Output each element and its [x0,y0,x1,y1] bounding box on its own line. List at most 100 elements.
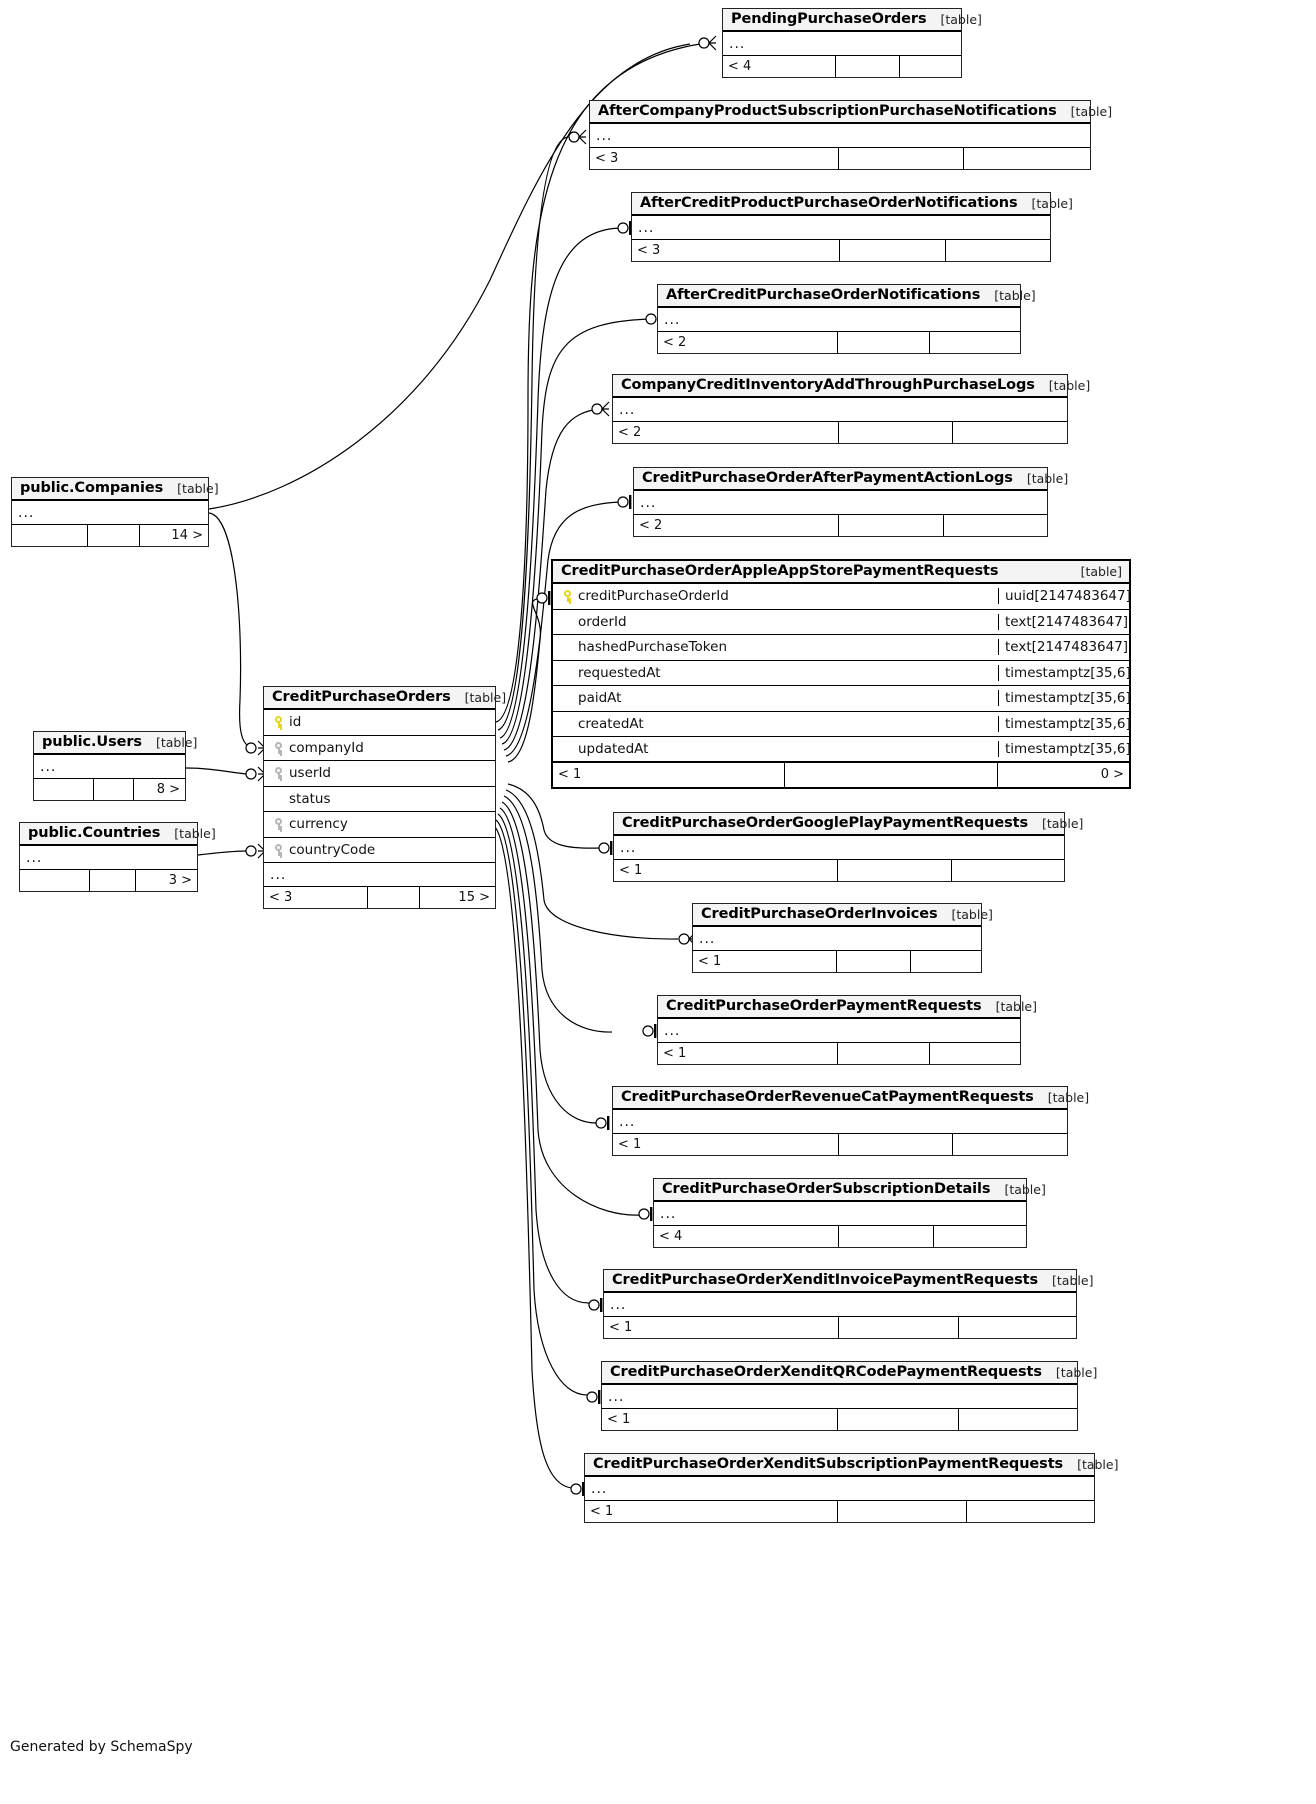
table-type-tag: [table] [174,825,216,841]
footer-middle [839,515,944,536]
footer-outgoing-count [930,1043,1020,1064]
table-title: CreditPurchaseOrderAfterPaymentActionLog… [642,470,1013,486]
table-row[interactable]: userId [264,761,495,787]
footer-middle [838,1409,959,1430]
table-header: CreditPurchaseOrderAppleAppStorePaymentR… [553,561,1129,584]
table-row[interactable]: status [264,787,495,812]
table-footer: < 2 [634,515,1047,536]
table-type-tag: [table] [1080,563,1122,579]
table-header: PendingPurchaseOrders [table] [723,9,982,32]
table-after-company-product-subscription-purchase-notifications[interactable]: AfterCompanyProductSubscriptionPurchaseN… [589,100,1112,170]
table-body: ... < 1 [614,836,1064,881]
table-row[interactable]: updatedAt timestamptz[35,6] [553,737,1131,763]
table-credit-purchase-order-invoices[interactable]: CreditPurchaseOrderInvoices [table] ... … [692,903,993,973]
collapsed-columns-ellipsis: ... [613,1110,1067,1134]
footer-incoming-count: < 3 [590,148,839,169]
footer-middle [840,240,946,261]
primary-key-icon [270,714,289,730]
table-credit-purchase-order-revenue-cat-payment-requests[interactable]: CreditPurchaseOrderRevenueCatPaymentRequ… [612,1086,1089,1156]
table-credit-purchase-order-xendit-invoice-payment-requests[interactable]: CreditPurchaseOrderXenditInvoicePaymentR… [603,1269,1093,1339]
table-credit-purchase-order-apple-app-store-payment-requests[interactable]: CreditPurchaseOrderAppleAppStorePaymentR… [551,559,1131,789]
table-footer: < 1 0 > [553,762,1129,787]
footer-incoming-count: < 2 [634,515,839,536]
table-header: CreditPurchaseOrderGooglePlayPaymentRequ… [614,813,1083,836]
table-row[interactable]: requestedAt timestamptz[35,6] [553,661,1131,686]
table-public-countries[interactable]: public.Countries [table] ... 3 > [19,822,216,892]
table-header: AfterCompanyProductSubscriptionPurchaseN… [590,101,1112,124]
table-body: ... < 3 [632,216,1050,261]
table-header: public.Companies [table] [12,478,219,501]
column-name-cell: id [264,714,495,730]
footer-middle [839,1134,953,1155]
table-title: public.Countries [28,825,161,841]
footer-outgoing-count [959,1409,1077,1430]
foreign-key-icon [270,765,289,781]
table-title: AfterCreditPurchaseOrderNotifications [666,287,981,303]
footer-middle [90,870,136,891]
table-type-tag: [table] [1070,103,1113,119]
footer-incoming-count: < 4 [723,56,837,77]
column-name-cell: requestedAt [578,664,661,681]
table-credit-purchase-orders[interactable]: CreditPurchaseOrders [table] id companyI… [263,686,506,909]
table-credit-purchase-order-after-payment-action-logs[interactable]: CreditPurchaseOrderAfterPaymentActionLog… [633,467,1068,537]
footer-incoming-count: < 1 [585,1501,838,1522]
table-credit-purchase-order-xendit-qrcode-payment-requests[interactable]: CreditPurchaseOrderXenditQRCodePaymentRe… [601,1361,1097,1431]
table-footer: < 1 [585,1501,1094,1522]
table-footer: < 3 15 > [264,887,495,908]
table-type-tag: [table] [1055,1364,1098,1380]
table-row[interactable]: countryCode [264,838,495,863]
table-type-tag: [table] [940,11,982,27]
table-footer: < 1 [614,860,1064,881]
table-company-credit-inventory-add-through-purchase-logs[interactable]: CompanyCreditInventoryAddThroughPurchase… [612,374,1090,444]
column-type-cell: timestamptz[35,6] [998,690,1131,707]
table-row[interactable]: currency [264,812,495,838]
table-footer: < 1 [604,1317,1076,1338]
table-credit-purchase-order-subscription-details[interactable]: CreditPurchaseOrderSubscriptionDetails [… [653,1178,1046,1248]
table-header: CreditPurchaseOrderRevenueCatPaymentRequ… [613,1087,1089,1110]
table-title: CompanyCreditInventoryAddThroughPurchase… [621,377,1035,393]
table-body: ... < 2 [634,491,1047,536]
footer-middle [88,525,140,546]
table-header: AfterCreditProductPurchaseOrderNotificat… [632,193,1073,216]
footer-middle [836,56,900,77]
table-row[interactable]: companyId [264,736,495,761]
table-body: ... < 1 [585,1477,1094,1522]
table-footer: < 1 [613,1134,1067,1155]
footer-incoming-count: < 1 [553,762,785,787]
footer-outgoing-count [967,1501,1094,1522]
table-row[interactable]: orderId text[2147483647] [553,610,1129,635]
footer-outgoing-count [946,240,1050,261]
collapsed-columns-ellipsis: ... [723,32,961,56]
table-title: CreditPurchaseOrderAppleAppStorePaymentR… [561,563,999,579]
table-body: ... < 3 [590,124,1090,169]
footer-outgoing-count [911,951,981,972]
column-type-cell: timestamptz[35,6] [998,664,1131,681]
table-public-users[interactable]: public.Users [table] ... 8 > [33,731,197,801]
table-public-companies[interactable]: public.Companies [table] ... 14 > [11,477,219,547]
table-credit-purchase-order-xendit-subscription-payment-requests[interactable]: CreditPurchaseOrderXenditSubscriptionPay… [584,1453,1118,1523]
table-title: CreditPurchaseOrderXenditSubscriptionPay… [593,1456,1064,1472]
collapsed-columns-ellipsis: ... [693,927,981,951]
column-name-cell: countryCode [264,842,495,858]
table-row[interactable]: hashedPurchaseToken text[2147483647] [553,635,1129,661]
table-credit-purchase-order-google-play-payment-requests[interactable]: CreditPurchaseOrderGooglePlayPaymentRequ… [613,812,1083,882]
table-after-credit-product-purchase-order-notifications[interactable]: AfterCreditProductPurchaseOrderNotificat… [631,192,1073,262]
column-name-cell: companyId [264,740,495,756]
column-type-cell: timestamptz[35,6] [998,740,1131,757]
table-type-tag: [table] [1026,470,1069,486]
table-after-credit-purchase-order-notifications[interactable]: AfterCreditPurchaseOrderNotifications [t… [657,284,1036,354]
table-credit-purchase-order-payment-requests[interactable]: CreditPurchaseOrderPaymentRequests [tabl… [657,995,1037,1065]
table-row[interactable]: id [264,710,495,736]
footer-incoming-count [12,525,88,546]
table-row[interactable]: creditPurchaseOrderId uuid[2147483647] [553,584,1131,610]
footer-incoming-count: < 2 [613,422,839,443]
table-pending-purchase-orders[interactable]: PendingPurchaseOrders [table] ... < 4 [722,8,982,78]
foreign-key-icon [270,740,289,756]
table-title: AfterCreditProductPurchaseOrderNotificat… [640,195,1018,211]
table-footer: < 4 [723,56,961,77]
table-row[interactable]: paidAt timestamptz[35,6] [553,686,1131,712]
table-title: CreditPurchaseOrderXenditInvoicePaymentR… [612,1272,1039,1288]
table-row[interactable]: createdAt timestamptz[35,6] [553,712,1131,737]
column-name-cell: orderId [578,613,627,630]
collapsed-columns-ellipsis: ... [658,308,1020,332]
